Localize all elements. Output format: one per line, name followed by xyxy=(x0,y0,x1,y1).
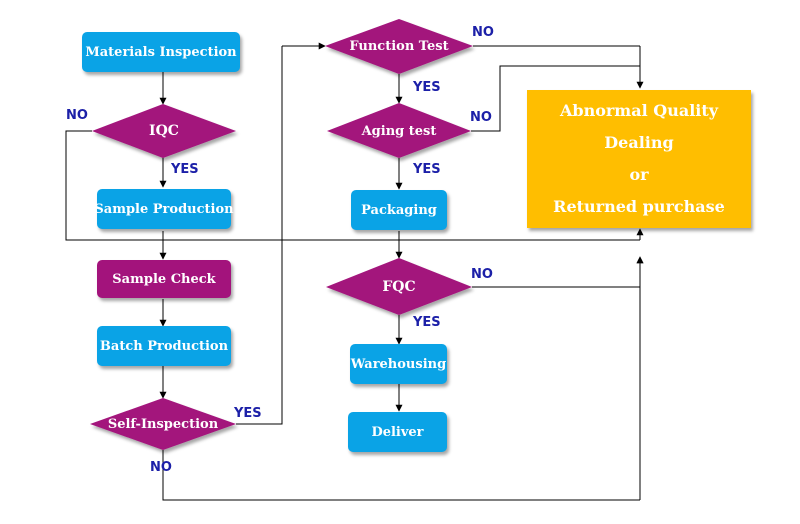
fqc-yes-label: YES xyxy=(413,315,441,330)
function-test-no-label: NO xyxy=(472,25,494,40)
aging-test-label: Aging test xyxy=(361,123,437,139)
warehousing-box: Warehousing xyxy=(350,344,447,384)
iqc-yes-label: YES xyxy=(171,162,199,177)
line-self-inspection-yes xyxy=(236,46,283,425)
materials-inspection-box: Materials Inspection xyxy=(82,32,240,72)
sample-check-label: Sample Check xyxy=(112,271,216,287)
self-inspection-label: Self-Inspection xyxy=(107,416,219,432)
aging-test-no-label: NO xyxy=(470,110,492,125)
batch-production-label: Batch Production xyxy=(99,338,229,354)
line-iqc-no xyxy=(65,130,640,241)
iqc-no-label: NO xyxy=(66,108,88,123)
self-inspection-diamond xyxy=(90,398,236,450)
result-line-1: Abnormal Quality Dealing xyxy=(559,101,719,152)
function-test-diamond xyxy=(325,19,473,74)
sample-production-label: Sample Production xyxy=(94,201,234,217)
result-line-3: Returned purchase xyxy=(553,197,725,216)
result-line-2: or xyxy=(629,165,649,184)
function-test-label: Function Test xyxy=(349,38,449,54)
fqc-no-label: NO xyxy=(471,267,493,282)
packaging-box: Packaging xyxy=(351,190,447,230)
deliver-box: Deliver xyxy=(348,412,447,452)
batch-production-box: Batch Production xyxy=(97,326,231,366)
abnormal-quality-box: Abnormal Quality Dealing or Returned pur… xyxy=(527,90,751,228)
warehousing-label: Warehousing xyxy=(350,356,447,372)
packaging-label: Packaging xyxy=(361,202,437,218)
line-self-inspection-no xyxy=(162,450,640,501)
iqc-diamond xyxy=(92,104,236,158)
fqc-diamond xyxy=(326,258,472,315)
function-test-yes-label: YES xyxy=(413,80,441,95)
sample-production-box: Sample Production xyxy=(94,189,234,229)
line-aging-no xyxy=(471,65,640,132)
materials-inspection-label: Materials Inspection xyxy=(85,44,237,60)
iqc-label: IQC xyxy=(149,123,179,139)
sample-check-box: Sample Check xyxy=(97,260,231,298)
self-inspection-no-label: NO xyxy=(150,460,172,475)
fqc-label: FQC xyxy=(382,279,416,295)
aging-test-diamond xyxy=(327,103,471,158)
aging-test-yes-label: YES xyxy=(413,162,441,177)
self-inspection-yes-label: YES xyxy=(234,406,262,421)
deliver-label: Deliver xyxy=(371,424,424,440)
